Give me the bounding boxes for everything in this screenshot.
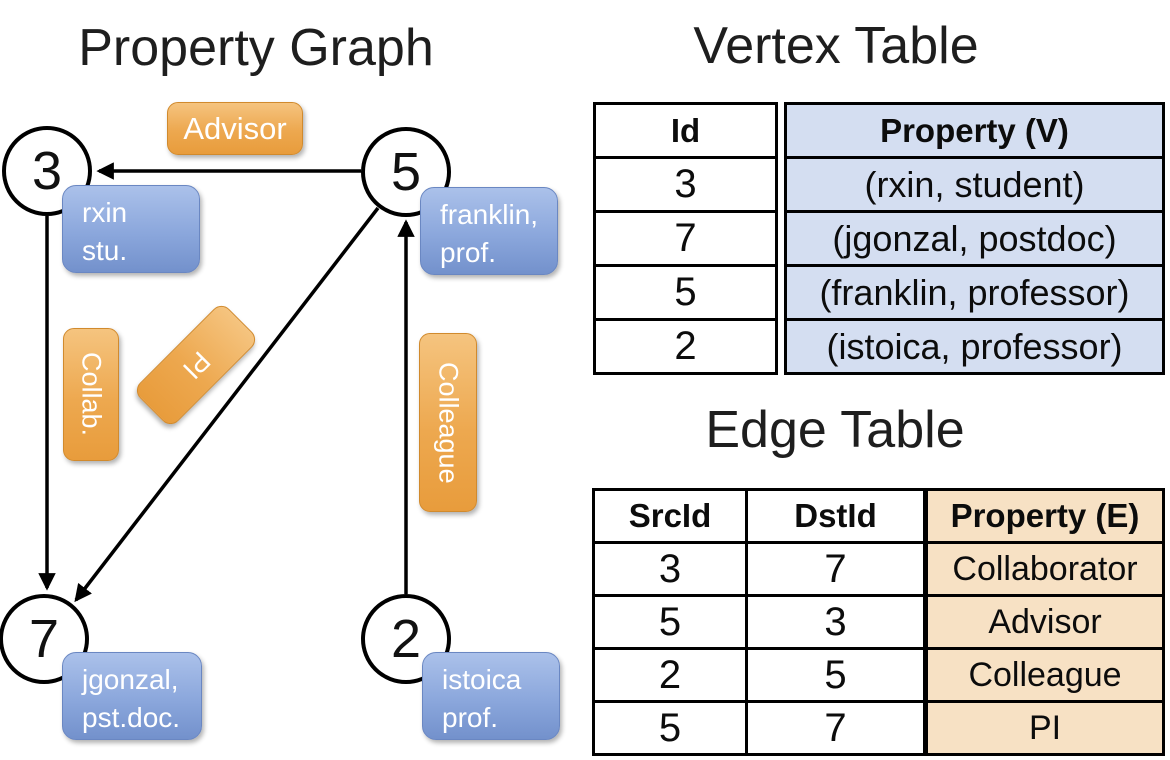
- edge-src-cell: 5: [592, 594, 748, 650]
- edge-table-title: Edge Table: [705, 401, 965, 459]
- edge-label-collab: Collab.: [63, 328, 119, 461]
- edge-table-src-header: SrcId: [592, 488, 748, 544]
- edge-label-advisor: Advisor: [167, 102, 303, 155]
- edge-property-cell: Colleague: [925, 647, 1165, 703]
- graph-node-5: 5: [361, 127, 451, 217]
- vertex-label-line2: prof.: [442, 702, 499, 733]
- edge-table-property-header: Property (E): [925, 488, 1165, 544]
- edge-label-colleague: Colleague: [419, 333, 477, 512]
- edge-dst-cell: 7: [745, 700, 926, 756]
- vertex-label-line2: pst.doc.: [82, 702, 181, 733]
- vertex-property-cell: (franklin, professor): [784, 264, 1165, 321]
- vertex-label-jgonzal: jgonzal, pst.doc.: [62, 652, 202, 740]
- edge-table-dst-header: DstId: [745, 488, 926, 544]
- edge-pi-line: [74, 206, 380, 603]
- vertex-property-cell: (jgonzal, postdoc): [784, 210, 1165, 267]
- vertex-label-line2: stu.: [82, 235, 128, 266]
- vertex-id-cell: 7: [593, 210, 778, 267]
- edge-property-cell: Collaborator: [925, 541, 1165, 597]
- node-id: 3: [31, 141, 63, 201]
- node-id: 7: [28, 609, 60, 669]
- vertex-table-id-column: Id 3 7 5 2: [593, 102, 778, 375]
- edge-table-property-column: Property (E) Collaborator Advisor Collea…: [925, 488, 1165, 756]
- vertex-property-cell: (istoica, professor): [784, 318, 1165, 375]
- vertex-label-istoica: istoica prof.: [422, 652, 560, 740]
- edge-property-cell: PI: [925, 700, 1165, 756]
- edge-property-cell: Advisor: [925, 594, 1165, 650]
- graph-edges: [38, 162, 415, 603]
- vertex-label-franklin: franklin, prof.: [420, 187, 558, 275]
- vertex-label-line1: jgonzal,: [82, 664, 179, 695]
- vertex-table-property-column: Property (V) (rxin, student) (jgonzal, p…: [784, 102, 1165, 375]
- property-graph-title: Property Graph: [78, 19, 434, 77]
- edge-src-cell: 3: [592, 541, 748, 597]
- vertex-table-title: Vertex Table: [693, 17, 979, 75]
- vertex-label-line2: prof.: [440, 237, 497, 268]
- node-id: 5: [390, 142, 422, 202]
- edge-dst-cell: 3: [745, 594, 926, 650]
- edge-table-id-columns: SrcId DstId 3 7 5 3 2 5 5 7: [592, 488, 926, 756]
- vertex-id-cell: 2: [593, 318, 778, 375]
- vertex-table-property-header: Property (V): [784, 102, 1165, 159]
- edge-dst-cell: 7: [745, 541, 926, 597]
- graph-node-3: 3: [2, 126, 92, 216]
- vertex-label-line1: rxin: [82, 197, 128, 228]
- edge-dst-cell: 5: [745, 647, 926, 703]
- vertex-label-line1: istoica: [442, 664, 522, 695]
- vertex-property-cell: (rxin, student): [784, 156, 1165, 213]
- vertex-id-cell: 5: [593, 264, 778, 321]
- vertex-id-cell: 3: [593, 156, 778, 213]
- vertex-label-line1: franklin,: [440, 199, 539, 230]
- edge-src-cell: 2: [592, 647, 748, 703]
- vertex-label-rxin: rxin stu.: [62, 185, 200, 273]
- node-id: 2: [390, 609, 422, 669]
- vertex-table-id-header: Id: [593, 102, 778, 159]
- edge-src-cell: 5: [592, 700, 748, 756]
